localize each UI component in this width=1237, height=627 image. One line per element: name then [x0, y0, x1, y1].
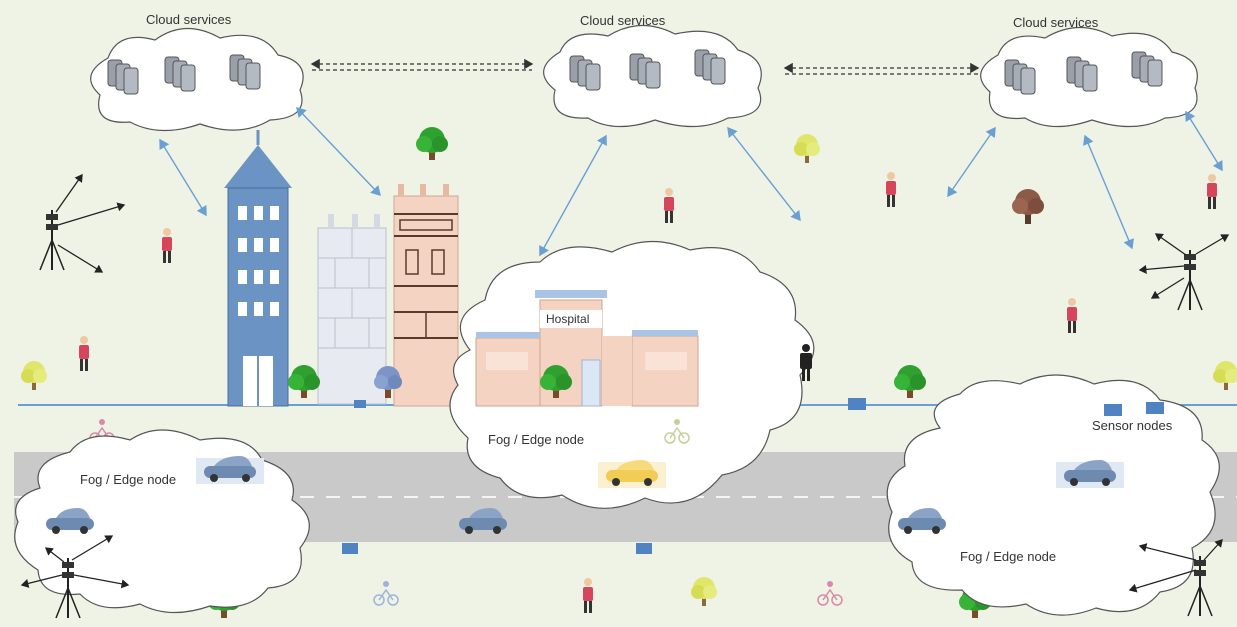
- cloud-services-label-left: Cloud services: [146, 12, 232, 27]
- cyclist-icon: [817, 581, 843, 606]
- person-icon: [800, 344, 812, 381]
- sensor-icon: [1104, 404, 1122, 416]
- car-icon: [196, 456, 264, 484]
- car-icon: [1056, 460, 1124, 488]
- cloud-services-center: [543, 24, 762, 128]
- fog-node-label-center: Fog / Edge node: [488, 432, 585, 447]
- sensor-icon: [848, 398, 866, 410]
- cell-tower-icon: [1138, 233, 1230, 311]
- car-icon: [598, 460, 666, 488]
- fog-node-label-left: Fog / Edge node: [80, 472, 177, 487]
- cloud-services-right: [980, 26, 1198, 128]
- cloud-services-left: [90, 27, 304, 132]
- fog-node-label-right: Fog / Edge node: [960, 549, 1057, 564]
- tree-icon: [1012, 189, 1044, 224]
- sensor-icon: [1146, 402, 1164, 414]
- hospital: [475, 290, 699, 407]
- sensor-icon: [342, 543, 358, 554]
- cloud-services-label-right: Cloud services: [1013, 15, 1099, 30]
- hospital-label: Hospital: [546, 312, 590, 326]
- brick-building: [393, 184, 459, 407]
- sensor-icon: [354, 400, 366, 408]
- cloud-services-label-center: Cloud services: [580, 13, 666, 28]
- office-tower: [224, 130, 292, 407]
- sensor-nodes-label: Sensor nodes: [1092, 418, 1173, 433]
- fog-node-right: [886, 374, 1220, 616]
- tree-icon: [374, 366, 402, 398]
- grey-building: [317, 214, 387, 405]
- cell-tower-icon: [20, 535, 130, 619]
- cyclist-icon: [373, 581, 399, 606]
- sensor-icon: [636, 543, 652, 554]
- cloud-edge-links: [159, 106, 1223, 257]
- cell-tower-icon: [39, 173, 126, 273]
- cloud-to-cloud-link-left: [310, 58, 534, 71]
- cyclist-icon: [664, 419, 690, 444]
- cell-tower-icon: [1128, 539, 1223, 617]
